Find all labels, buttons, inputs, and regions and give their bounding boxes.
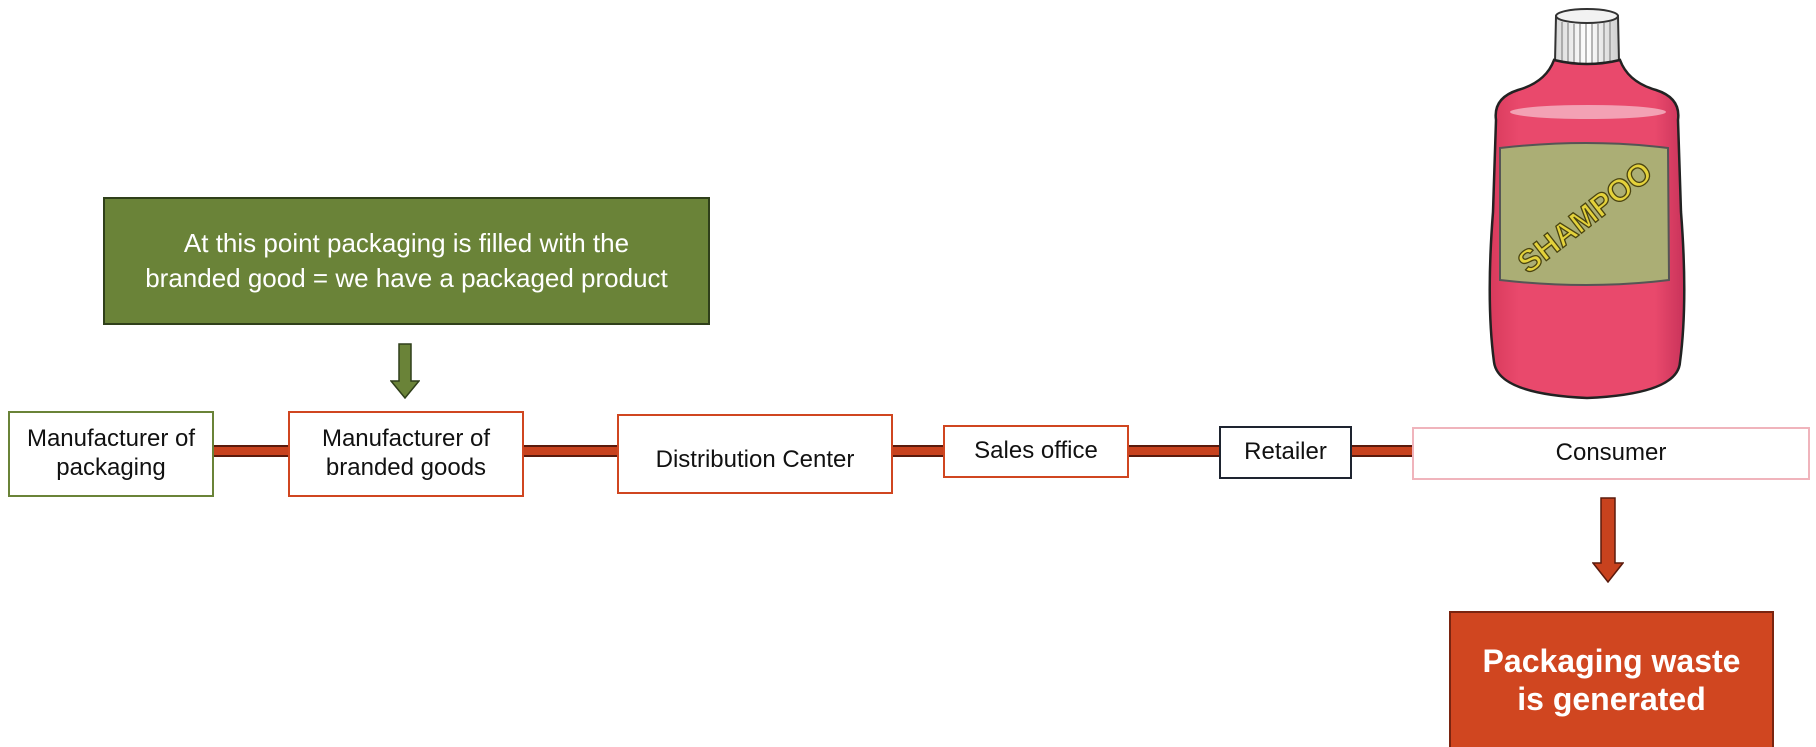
node-consumer: Consumer: [1412, 427, 1810, 480]
callout-text: At this point packaging is filled with t…: [145, 227, 668, 293]
node-label: Manufacturer of packaging: [26, 425, 196, 481]
waste-text: Packaging waste is generated: [1482, 642, 1741, 717]
node-label: Distribution Center: [655, 445, 855, 473]
down-arrow-icon: [1592, 497, 1624, 583]
connector-sales-to-retailer: [1128, 445, 1221, 457]
bottle-label: [1499, 142, 1671, 286]
packaging-filled-callout: At this point packaging is filled with t…: [103, 197, 710, 325]
connector-distribution-to-sales: [892, 445, 945, 457]
node-label: Sales office: [974, 437, 1098, 465]
node-distribution-center: Distribution Center: [617, 414, 893, 494]
node-label: Consumer: [1555, 439, 1667, 467]
node-label: Retailer: [1244, 438, 1327, 466]
packaging-waste-box: Packaging waste is generated: [1449, 611, 1774, 747]
node-sales-office: Sales office: [943, 425, 1129, 478]
connector-packaging-to-branded: [213, 445, 290, 457]
node-label: Manufacturer of branded goods: [321, 425, 491, 481]
node-manufacturer-of-branded-goods: Manufacturer of branded goods: [288, 411, 524, 497]
connector-branded-to-distribution: [523, 445, 618, 457]
shampoo-bottle-icon: SHAMPOO: [1488, 8, 1686, 400]
node-retailer: Retailer: [1219, 426, 1352, 479]
node-manufacturer-of-packaging: Manufacturer of packaging: [8, 411, 214, 497]
connector-retailer-to-consumer: [1351, 445, 1414, 457]
down-arrow-icon: [390, 343, 420, 399]
